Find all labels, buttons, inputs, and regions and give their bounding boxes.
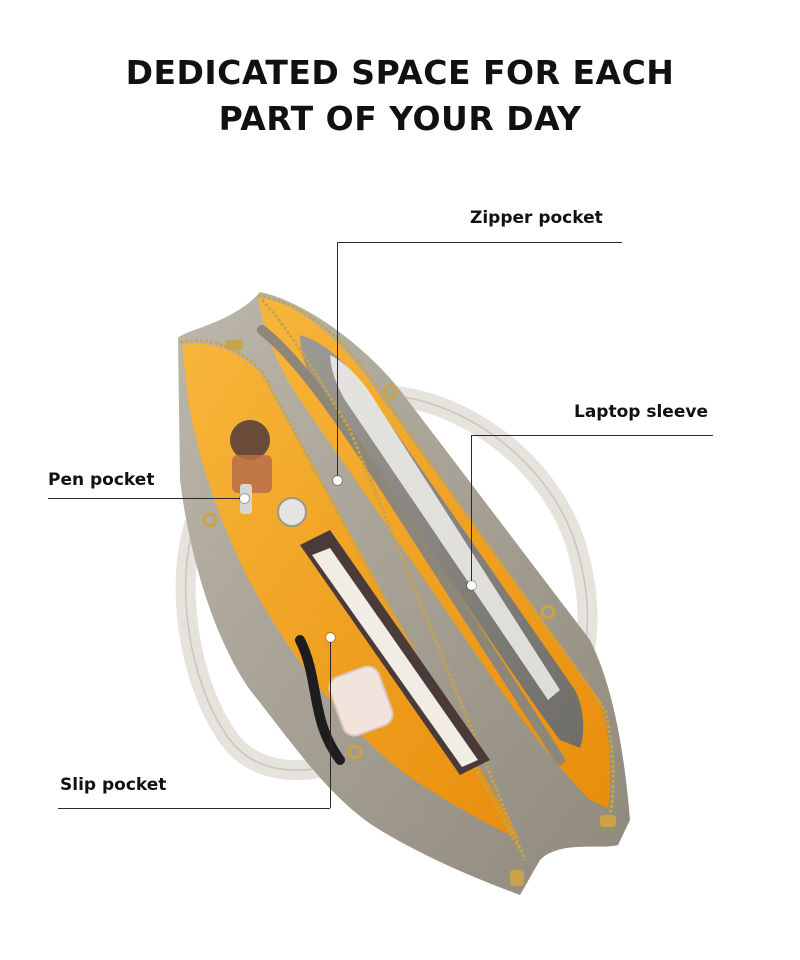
marker-dot-laptop [467,581,476,590]
leader-zipper-horizontal [337,242,622,243]
hardware-ring [202,512,218,528]
marker-dot-zipper [333,476,342,485]
zipper-pull [225,340,243,350]
cable [295,635,345,765]
leader-laptop-vertical [471,435,472,585]
front-zipper [179,339,522,851]
callout-slip-pocket: Slip pocket [60,775,167,795]
leader-slip-horizontal [58,808,330,809]
perfume-bottle [232,455,272,493]
leader-laptop-horizontal [471,435,713,436]
callout-pen-pocket: Pen pocket [48,470,155,490]
hardware-ring [347,744,363,760]
callout-zipper-pocket: Zipper pocket [470,208,603,228]
zipper-divider [257,325,565,765]
hardware-ring [382,384,398,400]
leader-pen-horizontal [48,498,244,499]
leader-slip-vertical [330,637,331,808]
headline-line-2: PART OF YOUR DAY [218,99,582,138]
hardware-ring [540,604,556,620]
mid-zipper [260,298,527,861]
leader-zipper-vertical [337,242,338,480]
laptop [330,355,560,700]
main-zipper [257,294,615,816]
marker-dot-slip [326,633,335,642]
headline: DEDICATED SPACE FOR EACH PART OF YOUR DA… [0,50,800,142]
callout-laptop-sleeve: Laptop sleeve [574,402,708,422]
tripod-knob [277,497,307,527]
headline-line-1: DEDICATED SPACE FOR EACH [125,53,675,92]
earbuds-case [328,665,394,737]
zipper-pull [600,815,616,827]
perfume-cap [230,420,270,460]
zipper-pull [510,870,524,886]
marker-dot-pen [240,494,249,503]
